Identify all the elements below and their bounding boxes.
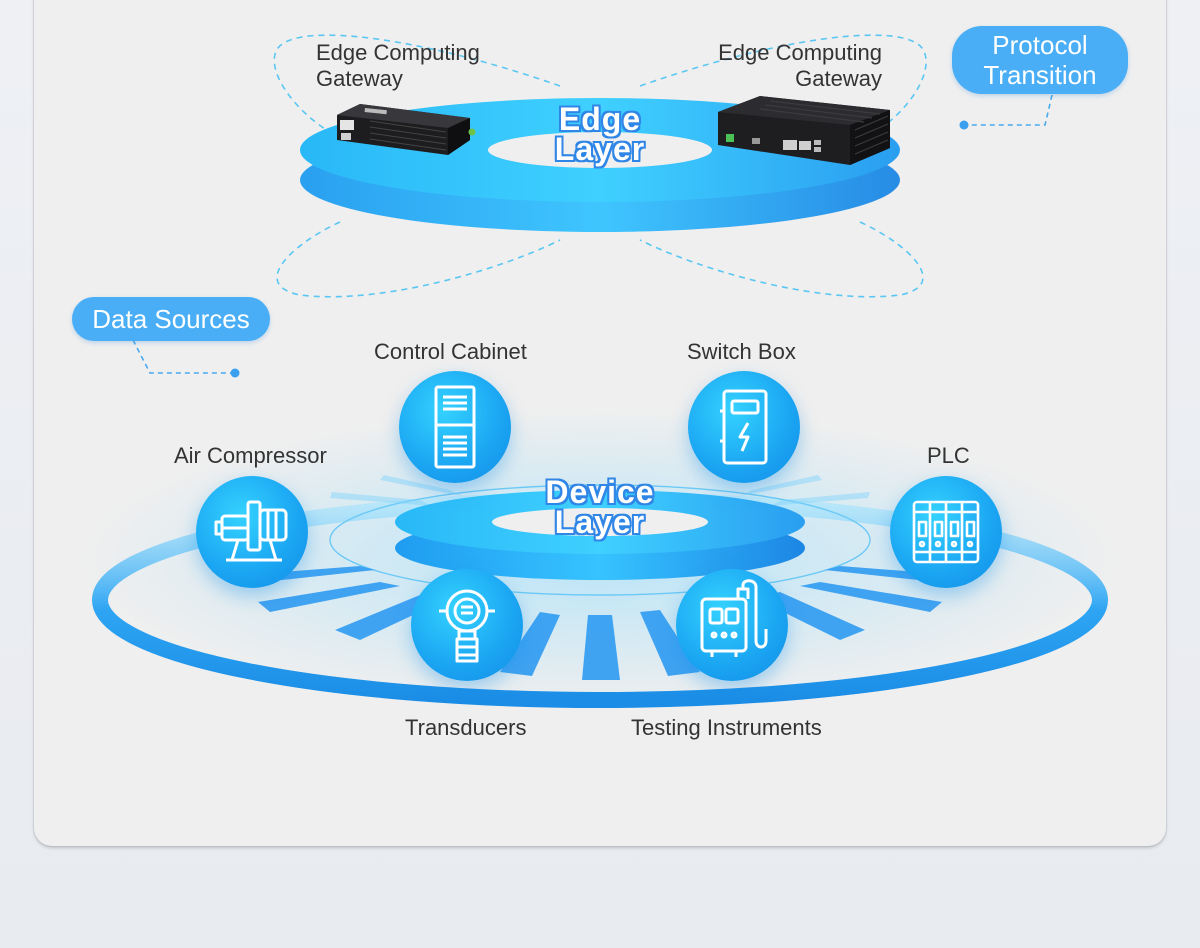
platform-spokes-faint [330, 475, 870, 506]
switch-box-icon [688, 371, 800, 483]
device-layer-title: Device Layer [500, 474, 700, 540]
edge-layer-title: Edge Layer [500, 101, 700, 167]
plc-label: PLC [927, 443, 970, 468]
device-layer-title-line2: Layer [554, 504, 646, 540]
pill-connectors [132, 94, 1053, 374]
instrument-icon [676, 569, 788, 681]
gateway-left-device [337, 104, 476, 155]
gateway-right-label: Edge Computing Gateway [682, 40, 882, 92]
protocol-pill-line2: Transition [983, 60, 1097, 90]
plc-icon [890, 476, 1002, 588]
transducer-icon [411, 569, 523, 681]
data-sources-pill: Data Sources [72, 297, 270, 341]
switch-box-label: Switch Box [687, 339, 796, 364]
device-layer-disk [395, 490, 805, 580]
edge-layer-title-line1: Edge [558, 101, 642, 137]
data-sources-pill-label: Data Sources [92, 304, 250, 334]
control-cabinet-label: Control Cabinet [374, 339, 527, 364]
air-compressor-label: Air Compressor [174, 443, 327, 468]
protocol-pill-line1: Protocol [992, 30, 1088, 60]
testing-instruments-label: Testing Instruments [631, 715, 822, 740]
edge-dashed-orbits [273, 34, 927, 298]
data-sources-connector-dot [230, 368, 240, 378]
transducers-label: Transducers [405, 715, 527, 740]
gateway-left-label-line1: Edge Computing [316, 40, 480, 65]
edge-layer-title-line2: Layer [554, 131, 646, 167]
gateway-right-label-line2: Gateway [795, 66, 882, 91]
cabinet-icon [399, 371, 511, 483]
protocol-transition-pill: Protocol Transition [952, 26, 1128, 94]
device-layer-title-line1: Device [545, 474, 655, 510]
protocol-connector-dot [959, 120, 969, 130]
gateway-left-label: Edge Computing Gateway [316, 40, 480, 92]
gateway-left-label-line2: Gateway [316, 66, 403, 91]
gateway-right-label-line1: Edge Computing [718, 40, 882, 65]
top-beams [562, 0, 637, 90]
compressor-icon [196, 476, 308, 588]
gateway-right-device [718, 96, 890, 165]
